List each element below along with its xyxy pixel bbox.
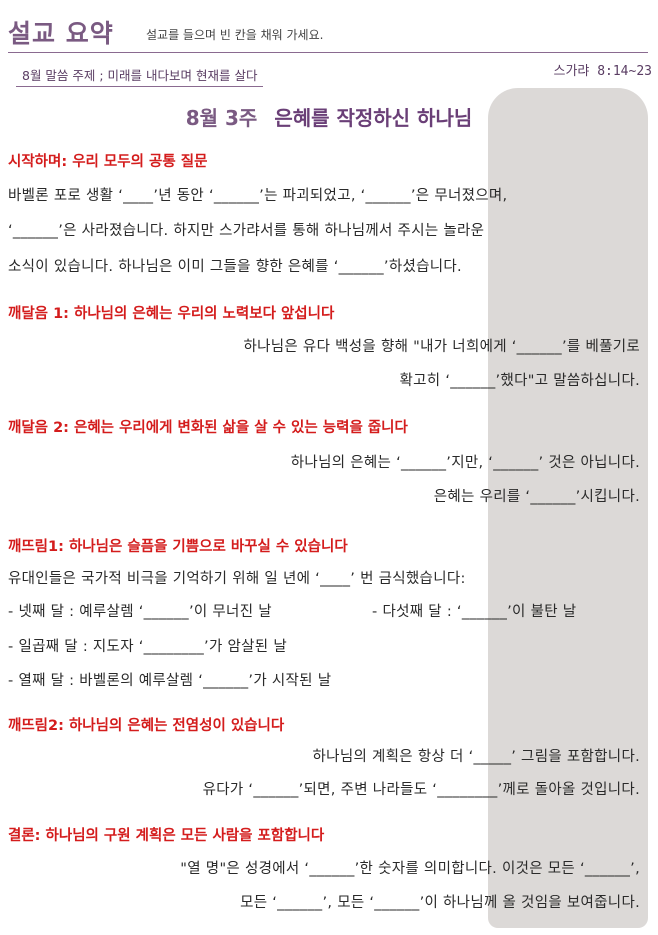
intro-line-2: ‘______’은 사라졌습니다. 하지만 스가랴서를 통해 하나님께서 주시는…	[8, 223, 485, 239]
intro-line-1: 바벨론 포로 생활 ‘____’년 동안 ‘______’는 파괴되었고, ‘_…	[8, 188, 508, 204]
realize-2-line-1: 하나님의 계획은 항상 더 ‘_____’ 그림을 포함합니다.	[312, 749, 640, 765]
insight-2-line-1: 하나님의 은혜는 ‘______’지만, ‘______’ 것은 아닙니다.	[290, 455, 640, 471]
fast-fifth-month: - 다섯째 달 : ‘______’이 불탄 날	[372, 604, 577, 620]
conclusion-line-2: 모든 ‘______’, 모든 ‘______’이 하나님께 올 것임을 보여줍…	[240, 895, 640, 911]
page-subtitle: 설교를 들으며 빈 칸을 채워 가세요.	[146, 28, 324, 42]
sermon-week: 8월 3주	[185, 106, 258, 130]
intro-line-3: 소식이 있습니다. 하나님은 이미 그들을 향한 은혜를 ‘______’하셨습…	[8, 259, 462, 275]
header-divider	[8, 52, 648, 53]
realize-2-line-2: 유다가 ‘______’되면, 주변 나라들도 ‘________’께로 돌아올…	[202, 782, 640, 798]
section-heading-insight-1: 깨달음 1: 하나님의 은혜는 우리의 노력보다 앞섭니다	[8, 306, 335, 322]
section-heading-insight-2: 깨달음 2: 은혜는 우리에게 변화된 삶을 살 수 있는 능력을 줍니다	[8, 420, 408, 436]
insight-1-line-2: 확고히 ‘______’했다"고 말씀하십니다.	[399, 373, 640, 389]
sermon-title: 8월 3주 은혜를 작정하신 하나님	[0, 102, 658, 131]
decorative-side-panel	[488, 88, 648, 928]
insight-2-line-2: 은혜는 우리를 ‘______’시킵니다.	[433, 489, 640, 505]
section-heading-realize-2: 깨뜨림2: 하나님의 은혜는 전염성이 있습니다	[8, 718, 285, 734]
fast-tenth-month: - 열째 달 : 바벨론의 예루살렘 ‘______’가 시작된 날	[8, 673, 332, 689]
monthly-theme: 8월 말씀 주제 ; 미래를 내다보며 현재를 살다	[16, 64, 264, 87]
fast-fourth-month: - 넷째 달 : 예루살렘 ‘______’이 무너진 날	[8, 604, 272, 620]
conclusion-line-1: "열 명"은 성경에서 ‘______’한 숫자를 의미합니다. 이것은 모든 …	[180, 861, 640, 877]
section-heading-realize-1: 깨뜨림1: 하나님은 슬픔을 기쁨으로 바꾸실 수 있습니다	[8, 539, 348, 555]
scripture-reference: 스가랴 8:14~23	[553, 64, 653, 79]
section-heading-conclusion: 결론: 하나님의 구원 계획은 모든 사람을 포함합니다	[8, 828, 325, 844]
insight-1-line-1: 하나님은 유다 백성을 향해 "내가 너희에게 ‘______’를 베풀기로	[243, 339, 640, 355]
realize-1-line-1: 유대인들은 국가적 비극을 기억하기 위해 일 년에 ‘____’ 번 금식했습…	[8, 571, 466, 587]
section-heading-intro: 시작하며: 우리 모두의 공통 질문	[8, 154, 208, 170]
page-title: 설교 요약	[8, 19, 114, 48]
sermon-main-title: 은혜를 작정하신 하나님	[274, 106, 473, 130]
fast-seventh-month: - 일곱째 달 : 지도자 ‘________’가 암살된 날	[8, 639, 287, 655]
